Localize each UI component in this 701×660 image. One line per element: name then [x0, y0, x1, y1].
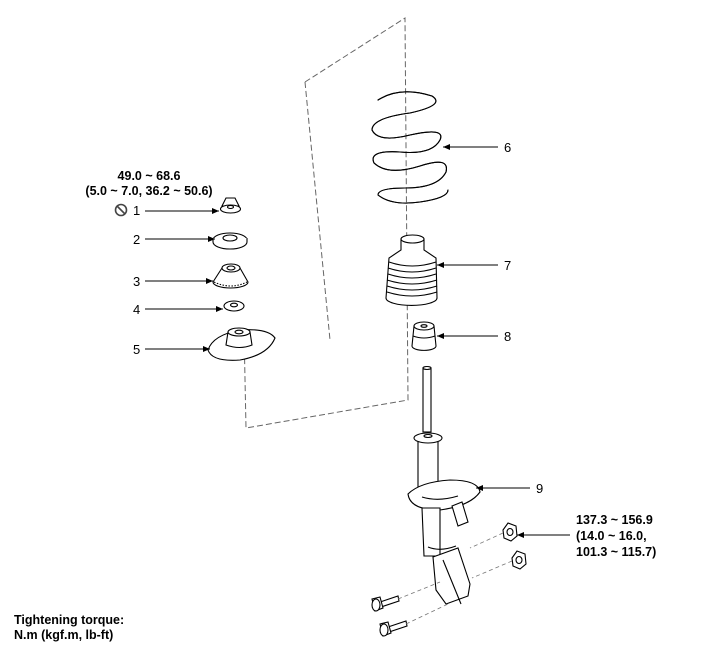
callout-5: 5 — [133, 342, 140, 357]
callout-1: 1 — [133, 203, 140, 218]
lower-nut-lower — [511, 550, 527, 570]
leader-lines — [145, 144, 570, 538]
lower-nut-upper — [502, 522, 518, 542]
part-9-strut-assembly — [407, 365, 481, 605]
callout-3: 3 — [133, 274, 140, 289]
part-5-insulator-seat — [207, 327, 276, 361]
torque-bottom-line3: 101.3 ~ 115.7) — [576, 545, 656, 559]
part-6-coil-spring — [371, 91, 449, 204]
callout-6: 6 — [504, 140, 511, 155]
callout-8: 8 — [504, 329, 511, 344]
torque-top-line1: 49.0 ~ 68.6 — [118, 169, 181, 183]
part-3-strut-mount — [212, 263, 249, 289]
legend-units: N.m (kgf.m, lb-ft) — [14, 628, 114, 642]
part-7-dust-cover — [385, 234, 438, 306]
legend-title: Tightening torque: — [14, 613, 125, 627]
callout-9: 9 — [536, 481, 543, 496]
lower-bolt-upper — [371, 595, 400, 612]
prohibited-circle-icon — [114, 203, 128, 217]
lower-bolt-lower — [379, 620, 408, 637]
torque-bottom-line2: (14.0 ~ 16.0, — [576, 529, 647, 543]
dashed-assembly-outline — [243, 17, 409, 429]
torque-bottom-line1: 137.3 ~ 156.9 — [576, 513, 653, 527]
bolt-alignment-lines — [397, 532, 513, 625]
part-8-bumper-stopper — [411, 321, 437, 351]
part-2-bearing — [212, 232, 248, 250]
part-4-washer — [223, 300, 245, 312]
callout-2: 2 — [133, 232, 140, 247]
callout-4: 4 — [133, 302, 140, 317]
callout-7: 7 — [504, 258, 511, 273]
tightening-torque-legend: Tightening torque: N.m (kgf.m, lb-ft) — [14, 613, 124, 643]
part-1-nut — [219, 197, 242, 214]
dashed-outline-left — [304, 81, 331, 341]
torque-top-line2: (5.0 ~ 7.0, 36.2 ~ 50.6) — [85, 184, 212, 198]
